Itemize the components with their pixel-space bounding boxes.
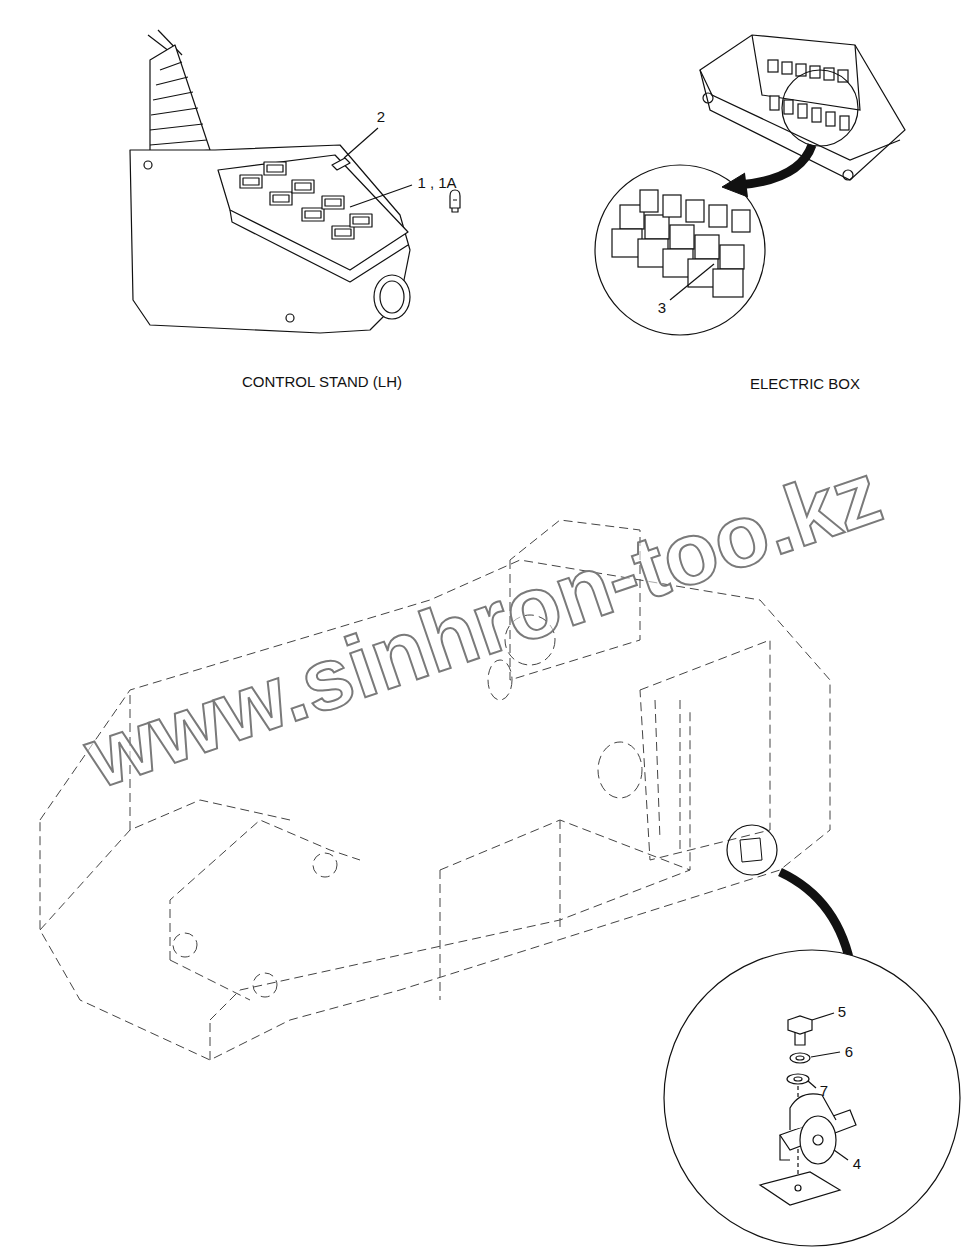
callout-number: 2 (377, 109, 385, 124)
electric-box (595, 35, 905, 335)
callout-number: 5 (838, 1004, 846, 1019)
horn-detail (664, 825, 960, 1246)
callout-number: 6 (845, 1044, 853, 1059)
callout-number: 1 , 1A (417, 175, 456, 190)
view-title: CONTROL STAND (LH) (242, 374, 402, 389)
control-stand (130, 30, 460, 333)
callout-number: 3 (658, 300, 666, 315)
view-title: ELECTRIC BOX (750, 376, 860, 391)
callout-number: 7 (820, 1083, 828, 1098)
watermark: www.sinhron-too.kz (75, 448, 891, 802)
callout-number: 4 (853, 1156, 861, 1171)
